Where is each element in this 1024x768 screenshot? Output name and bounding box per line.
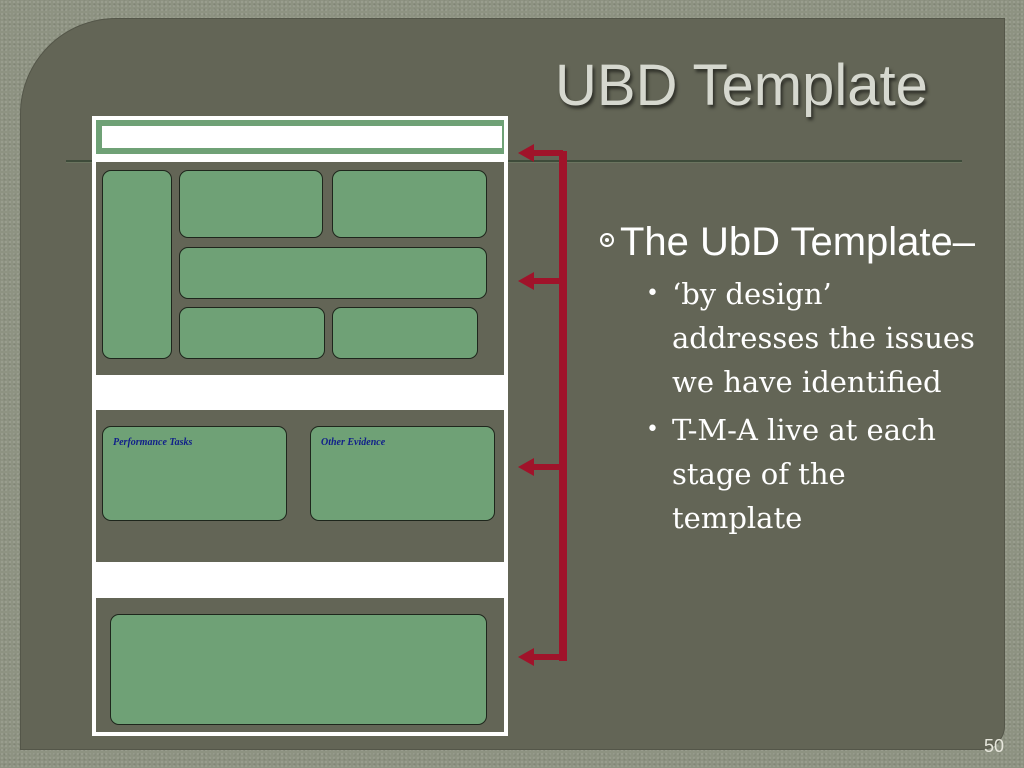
main-bullet: The UbD Template–: [600, 218, 982, 266]
stage1-band: [96, 162, 504, 375]
template-header-band: [96, 120, 504, 154]
main-bullet-text: The UbD Template–: [620, 220, 975, 264]
slide-title: UBD Template: [555, 53, 928, 118]
performance-tasks-label: Performance Tasks: [113, 437, 193, 448]
learning-plan-box: [110, 614, 487, 725]
performance-tasks-box: Performance Tasks: [102, 426, 287, 521]
sub-bullet-text: T-M-A live at each stage of the template: [672, 413, 936, 535]
left-arrow-icon: [518, 272, 534, 290]
other-evidence-label: Other Evidence: [321, 437, 386, 448]
bracket-vertical-bar: [559, 151, 567, 661]
dot-bullet-icon: •: [646, 281, 659, 306]
stage3-band: [96, 598, 504, 732]
bracket-arrow-stem: [527, 150, 563, 156]
sub-bullet: • ‘by design’ addresses the issues we ha…: [612, 272, 982, 404]
bracket-arrow-stem: [527, 464, 563, 470]
left-arrow-icon: [518, 144, 534, 162]
title-divider: [66, 160, 962, 162]
page-number: 50: [984, 736, 1005, 756]
other-evidence-box: Other Evidence: [310, 426, 495, 521]
left-arrow-icon: [518, 458, 534, 476]
bracket-arrow-stem: [527, 278, 563, 284]
stage1-essential-questions-box: [332, 170, 487, 238]
circle-dot-bullet-icon: [600, 233, 614, 247]
bracket-arrow-stem: [527, 654, 563, 660]
stage1-skills-box: [332, 307, 478, 359]
dot-bullet-icon: •: [646, 417, 659, 442]
template-header-field: [102, 126, 502, 148]
stage1-knowledge-box: [179, 307, 325, 359]
stage2-band: Performance Tasks Other Evidence: [96, 410, 504, 562]
bullet-list: The UbD Template– • ‘by design’ addresse…: [600, 218, 982, 540]
ubd-template-diagram: Performance Tasks Other Evidence: [92, 116, 508, 736]
stage1-goals-box: [102, 170, 172, 359]
sub-bullet-text: ‘by design’ addresses the issues we have…: [672, 277, 975, 399]
stage1-understandings-box: [179, 170, 323, 238]
left-arrow-icon: [518, 648, 534, 666]
sub-bullet: • T-M-A live at each stage of the templa…: [612, 408, 982, 540]
stage1-middle-box: [179, 247, 487, 299]
